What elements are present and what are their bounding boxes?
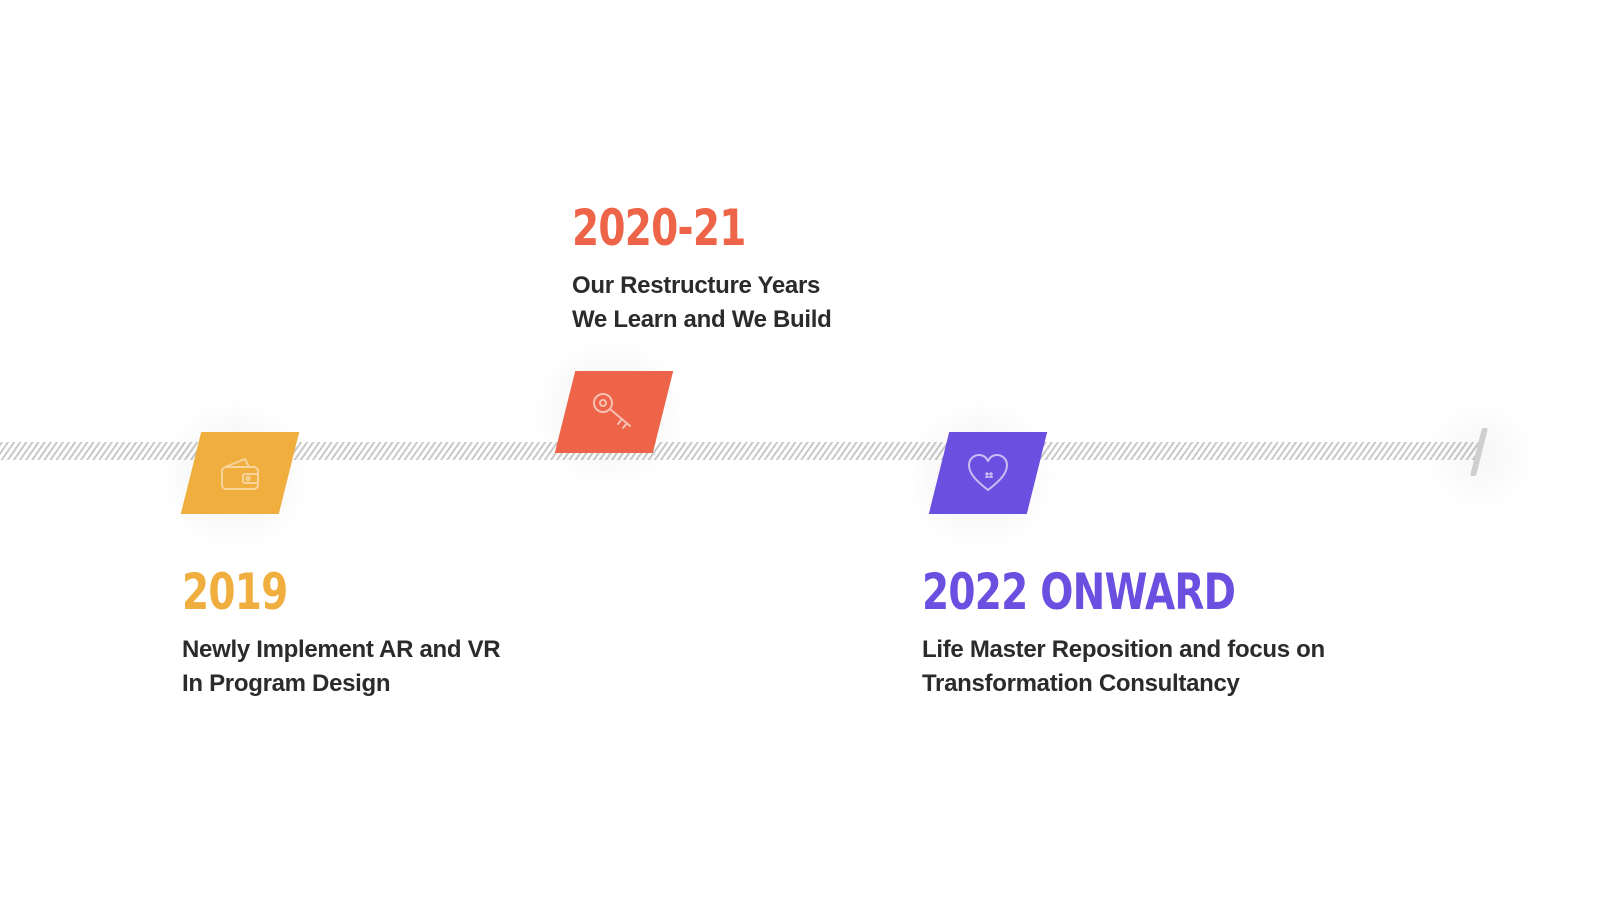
milestone-description-line: Our Restructure Years xyxy=(572,272,821,299)
milestone-description-2022-onward: Life Master Reposition and focus on Tran… xyxy=(922,633,1325,701)
milestone-description-line: Transformation Consultancy xyxy=(922,670,1240,697)
milestone-year-2022-onward: 2022 ONWARD xyxy=(922,563,1236,621)
milestone-marker-2022-onward xyxy=(928,432,1048,514)
milestone-description-2020-21: Our Restructure Years We Learn and We Bu… xyxy=(572,269,832,337)
milestone-marker-2020-21 xyxy=(554,371,674,453)
milestone-description-2019: Newly Implement AR and VR In Program Des… xyxy=(182,633,501,701)
milestone-year-2019: 2019 xyxy=(182,563,288,621)
milestone-year-2020-21: 2020-21 xyxy=(572,199,746,257)
milestone-description-line: In Program Design xyxy=(182,670,391,697)
timeline-track xyxy=(0,442,1480,460)
milestone-description-line: We Learn and We Build xyxy=(572,306,832,333)
milestone-description-line: Life Master Reposition and focus on xyxy=(922,636,1325,663)
key-icon xyxy=(593,393,631,429)
heart-icon xyxy=(968,454,1008,491)
wallet-icon xyxy=(221,458,259,490)
milestone-description-line: Newly Implement AR and VR xyxy=(182,636,501,663)
milestone-marker-2019 xyxy=(180,432,300,514)
